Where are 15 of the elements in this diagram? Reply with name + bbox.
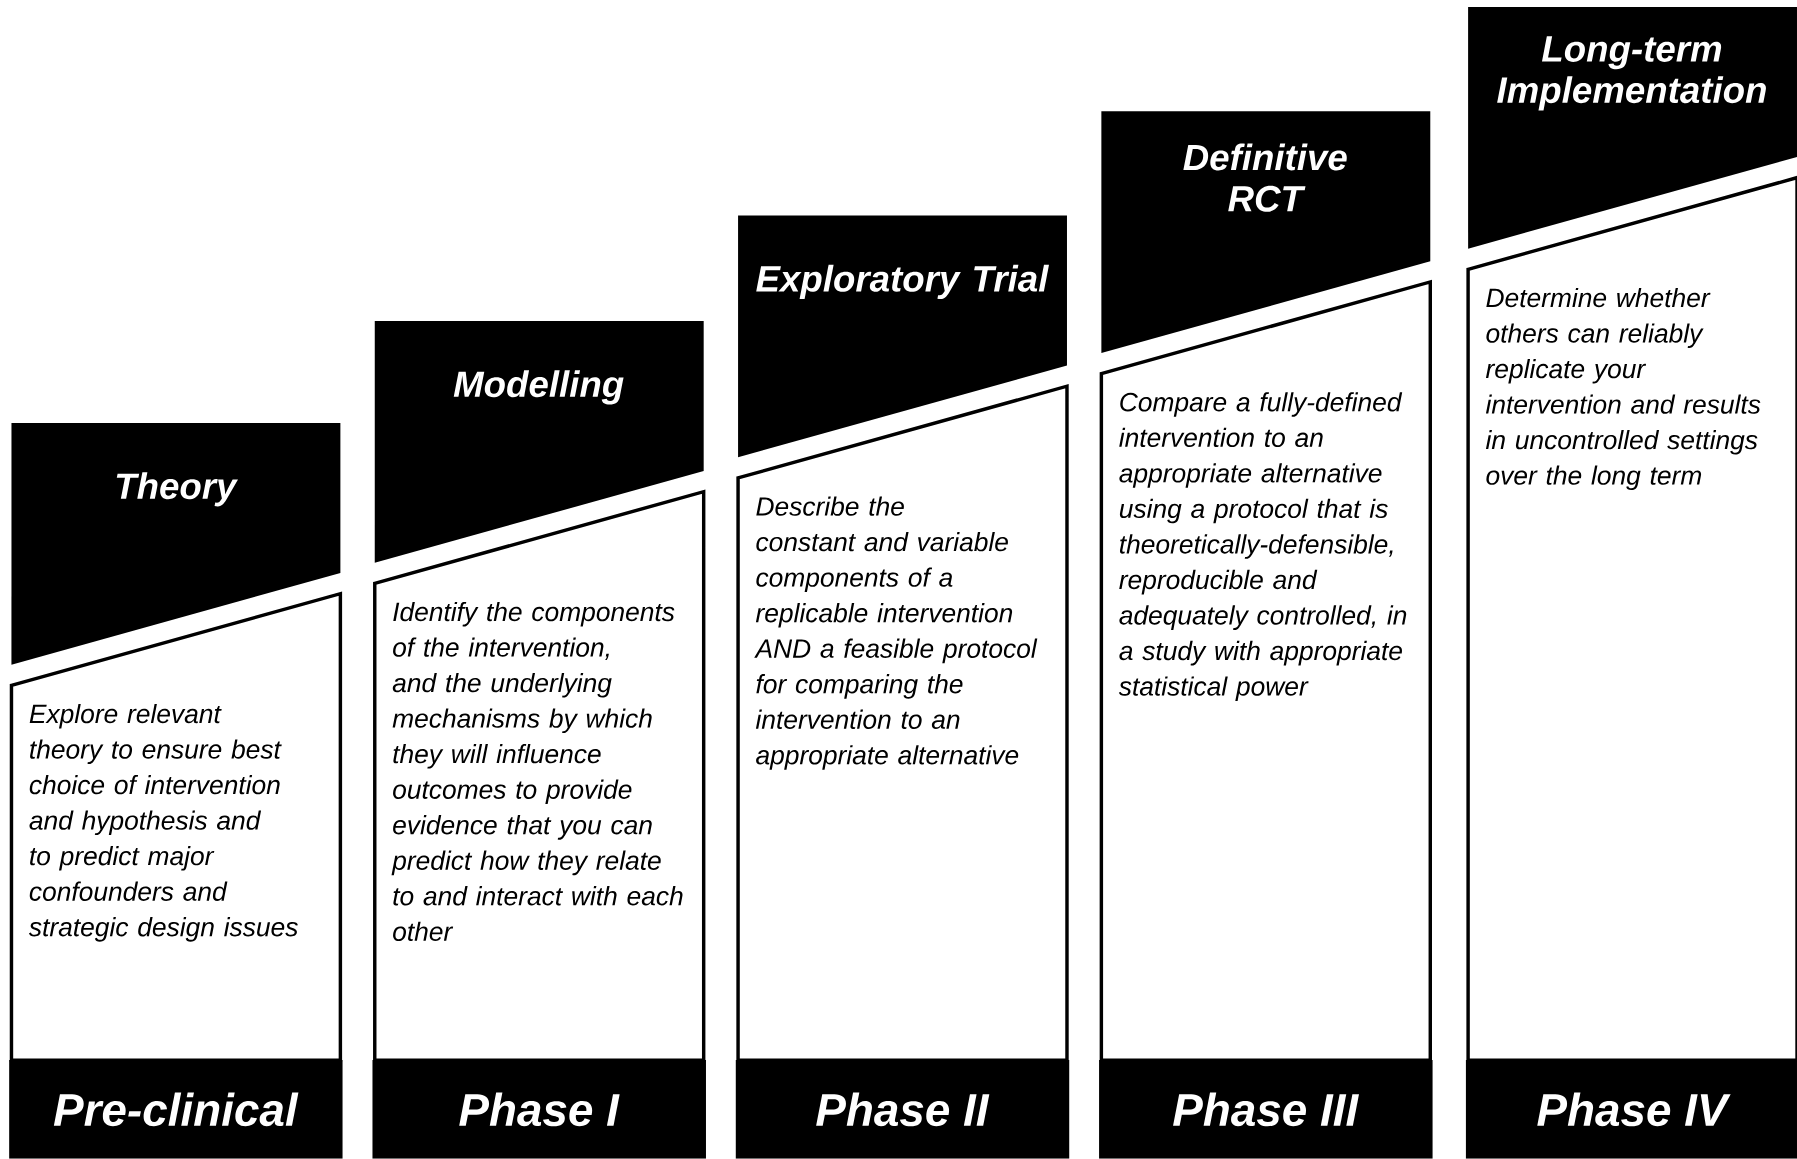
header-band: Exploratory Trial [738, 215, 1067, 458]
phase-band: Phase IV [1465, 1060, 1797, 1159]
description-box: Describe the constant and variable components of a replicable intervention AND a feasible protocol for comparing the intervention to an appropriate alternative [736, 384, 1069, 1062]
header-band: Definitive RCT [1101, 111, 1431, 354]
description-box: Determine whether others can reliably replicate your intervention and results in uncontrolled settings over the long term [1466, 175, 1797, 1062]
description-box: Explore relevant theory to ensure best choice of intervention and hypothesis and to predict major confounders and strategic design issues [9, 591, 343, 1062]
phase-band: Pre-clinical [9, 1060, 343, 1159]
header-band: Long-term Implementation [1468, 7, 1797, 249]
phase-band: Phase II [735, 1060, 1070, 1159]
phase-band: Phase I [372, 1060, 706, 1159]
phase-band: Phase III [1099, 1060, 1433, 1159]
description-box: Compare a fully-defined intervention to an appropriate alternative using a protocol that is theoretically-defensible, reproducible and adequately controlled, in a study with appropriate statistical power [1099, 279, 1432, 1062]
description-box: Identify the components of the intervention, and the underlying mechanisms by which they will influence outcomes to provide evidence that you can predict how they relate to and interact with each other [373, 489, 706, 1062]
header-band: Theory [11, 423, 341, 665]
header-band: Modelling [374, 321, 704, 563]
